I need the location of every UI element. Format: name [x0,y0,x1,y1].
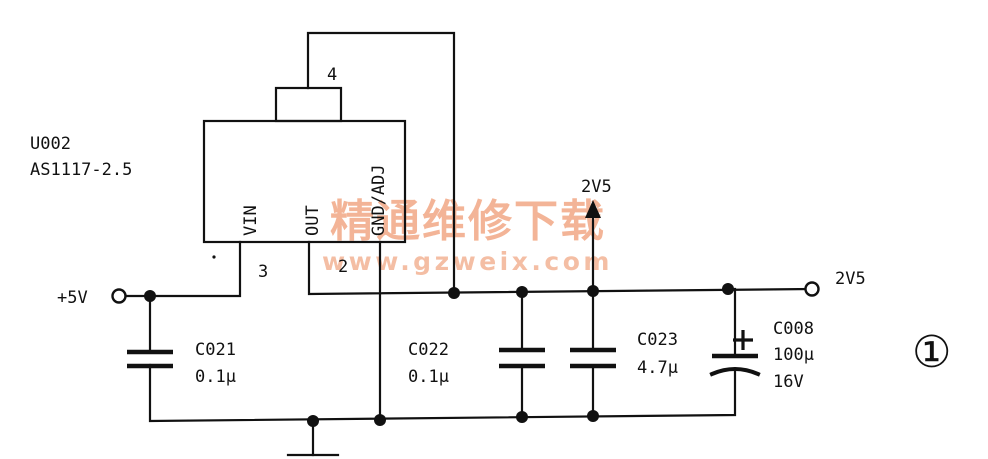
ic-ref-label: U002 [30,134,71,154]
ic-pin-out-label: OUT [303,205,323,236]
pin1-marker-dot [212,255,216,259]
junction-dot [144,290,156,302]
junction-dot [587,410,599,422]
output-terminal-icon [804,281,820,297]
input-terminal-icon [111,288,127,304]
junction-dot [722,283,734,295]
ic-pin-number-4: 4 [327,65,337,85]
net-label-output-arrow: 2V5 [581,177,612,197]
junction-dot [516,286,528,298]
c008-ref-label: C008 [773,319,814,339]
c022-ref-label: C022 [408,340,449,360]
c021-value-label: 0.1μ [195,367,236,387]
c008-value-label: 100μ [773,345,814,365]
c022-value-label: 0.1μ [408,367,449,387]
ic-pin-number-3: 3 [258,262,268,282]
figure-number: ① [912,327,951,378]
c008-plate-bottom-curved [709,367,761,377]
wire-c008 [726,287,737,358]
watermark-url: www.gzweix.com [322,247,613,276]
c021-ref-label: C021 [195,340,236,360]
ic-tab [274,86,343,123]
wire-output-rail [307,240,812,296]
ic-pin-gnd-adj-label: GND/ADJ [369,164,389,236]
ic-part-label: AS1117-2.5 [30,160,132,180]
c008-voltage-label: 16V [773,372,804,392]
junction-dot [448,287,460,299]
watermark-title: 精通维修下载 [330,196,606,247]
ic-pin-number-2: 2 [338,257,348,277]
junction-dot [374,414,386,426]
net-label-input: +5V [57,288,88,308]
c023-value-label: 4.7μ [637,358,678,378]
ic-pin-vin-label: VIN [241,205,261,236]
wire-vin [123,240,242,298]
c008-polarity-icon [733,330,753,350]
wire-ground-rail [148,363,737,423]
c023-ref-label: C023 [637,330,678,350]
arrow-up-icon [585,200,601,218]
junction-dot [587,285,599,297]
junction-dot [516,411,528,423]
net-label-output: 2V5 [835,269,866,289]
junction-dot [307,415,319,427]
wire-tab-to-output [306,31,456,296]
